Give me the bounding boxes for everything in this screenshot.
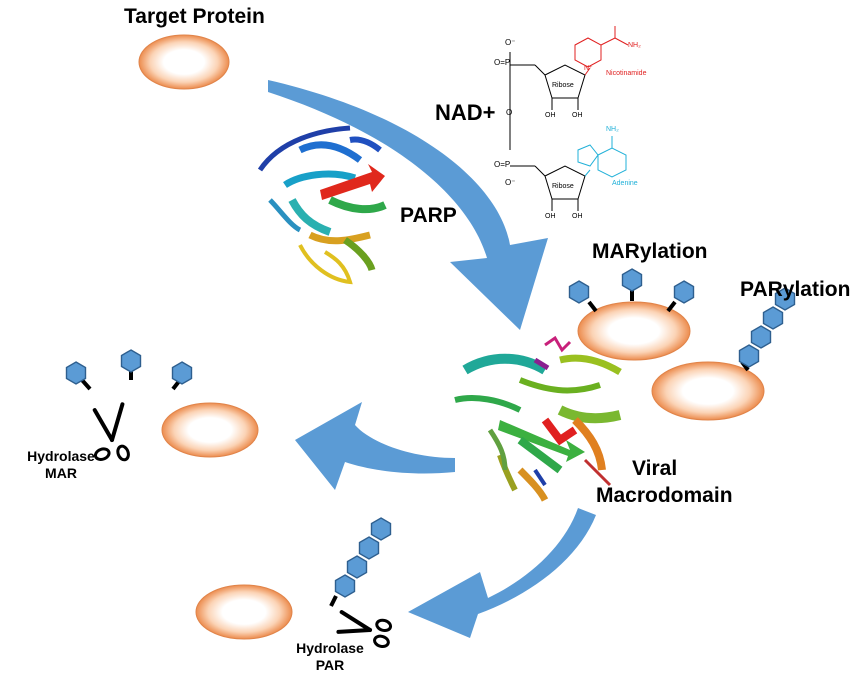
- target-protein-label: Target Protein: [124, 5, 265, 28]
- parylated-protein-oval: [651, 361, 765, 421]
- hydrolase-mar-label: Hydrolase MAR: [26, 448, 96, 482]
- viral-macrodomain-structure-image: [454, 335, 622, 502]
- nad-structure-diagram: [509, 26, 629, 211]
- mar-hydrolysed-protein-oval: [161, 402, 259, 458]
- nad-nicotinamide-label: Nicotinamide: [606, 70, 647, 77]
- nad-ribose-bottom-label: Ribose: [552, 183, 574, 190]
- nad-o-minus-top: O⁻: [505, 38, 516, 47]
- nad-n-plus: N⁺: [584, 65, 593, 72]
- nad-oh-4: OH: [572, 213, 583, 220]
- nad-o-bridge: O: [506, 108, 513, 117]
- nad-p-group-bottom: O=P: [494, 160, 511, 169]
- nad-adenine-label: Adenine: [612, 180, 638, 187]
- marylated-protein-oval: [577, 301, 691, 361]
- parp-structure-image: [257, 125, 387, 285]
- nad-oh-1: OH: [545, 112, 556, 119]
- nad-oh-3: OH: [545, 213, 556, 220]
- nad-ribose-top-label: Ribose: [552, 82, 574, 89]
- parylation-adp-ribose-chain: [738, 287, 796, 372]
- nad-oh-2: OH: [572, 112, 583, 119]
- nad-o-minus-bottom: O⁻: [505, 178, 516, 187]
- hydrolase-mar-line2: MAR: [45, 465, 77, 481]
- hydrolase-par-label: Hydrolase PAR: [295, 640, 365, 674]
- released-mar-hexagons: [65, 349, 193, 391]
- nad-nh2-adenine: NH₂: [606, 126, 619, 133]
- par-hydrolysed-protein-oval: [195, 584, 293, 640]
- nad-label: NAD+: [435, 100, 496, 125]
- marylation-adp-ribose-group: [568, 268, 695, 313]
- marylation-label: MARylation: [592, 240, 708, 263]
- arrow-target-to-macrodomain: [268, 80, 548, 330]
- hydrolase-par-line2: PAR: [315, 657, 345, 673]
- target-protein-oval: [138, 34, 230, 90]
- nad-nh2-top: NH₂: [628, 42, 641, 49]
- arrow-macrodomain-to-par-product: [408, 508, 596, 638]
- hydrolase-mar-line1: Hydrolase: [27, 448, 95, 464]
- parp-label: PARP: [400, 204, 457, 227]
- macrodomain-label: Macrodomain: [596, 484, 733, 507]
- arrow-macrodomain-to-mar-product: [295, 402, 455, 490]
- scissors-par-icon: [336, 610, 393, 649]
- scissors-mar-icon: [92, 402, 130, 462]
- parylation-label: PARylation: [740, 278, 851, 301]
- hydrolase-par-line1: Hydrolase: [296, 640, 364, 656]
- nad-p-group-top: O=P: [494, 58, 511, 67]
- released-par-chain: [329, 517, 392, 607]
- viral-label: Viral: [632, 457, 678, 480]
